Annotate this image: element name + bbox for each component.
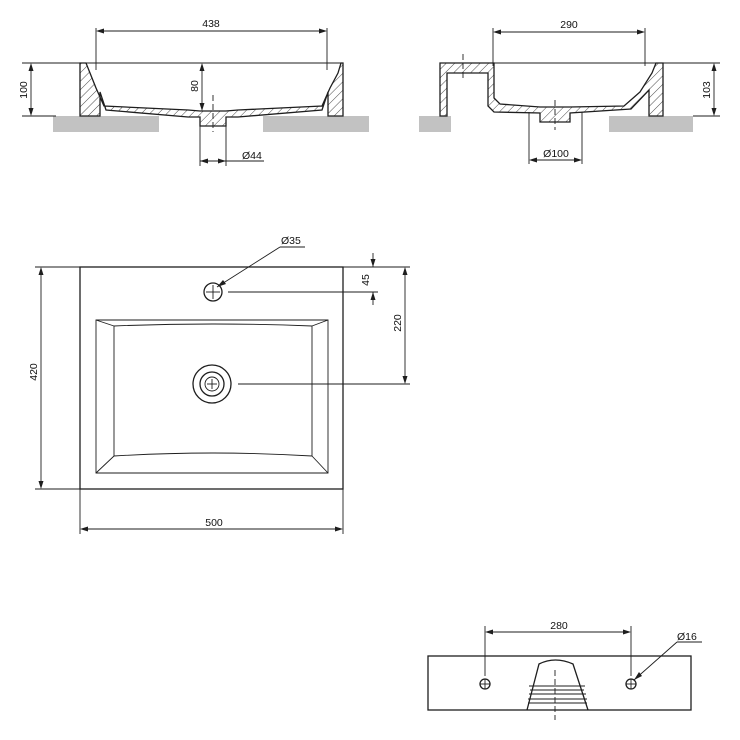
front-basin-profile (79, 62, 344, 127)
dim-overall-depth: 420 (28, 363, 40, 381)
dim-front-drain: Ø44 (242, 150, 262, 162)
dim-tap-offset: 45 (360, 274, 372, 286)
dim-mount-hole: Ø16 (677, 631, 697, 643)
front-section-view: 438 100 80 Ø44 (18, 18, 369, 166)
floor-right-side (609, 116, 693, 132)
dim-overall-width: 500 (205, 517, 223, 529)
floor-left (53, 116, 159, 132)
dim-tap-hole: Ø35 (281, 235, 301, 247)
rear-view: 280 Ø16 (427, 620, 702, 720)
plan-outline (79, 266, 344, 490)
rear-recess (526, 659, 589, 711)
plan-view: Ø35 45 220 420 500 (28, 235, 410, 534)
dim-side-drain: Ø100 (543, 148, 569, 160)
drain-inner (199, 371, 225, 397)
dim-side-width: 290 (560, 19, 578, 31)
dim-mount-spacing: 280 (550, 620, 568, 632)
floor-left-side (419, 116, 451, 132)
dim-front-width: 438 (202, 18, 220, 30)
side-basin-profile (439, 62, 664, 123)
dim-front-height: 100 (18, 81, 30, 99)
floor-right (263, 116, 369, 132)
dim-side-height: 103 (701, 81, 713, 99)
tap-hole (203, 282, 223, 302)
bowl-inner (113, 323, 313, 457)
rear-outline (427, 655, 692, 711)
side-section-view: 290 103 Ø100 (419, 19, 720, 164)
drain-outer (192, 364, 232, 404)
dim-front-depth: 80 (189, 80, 201, 92)
dim-drain-offset: 220 (392, 314, 404, 332)
